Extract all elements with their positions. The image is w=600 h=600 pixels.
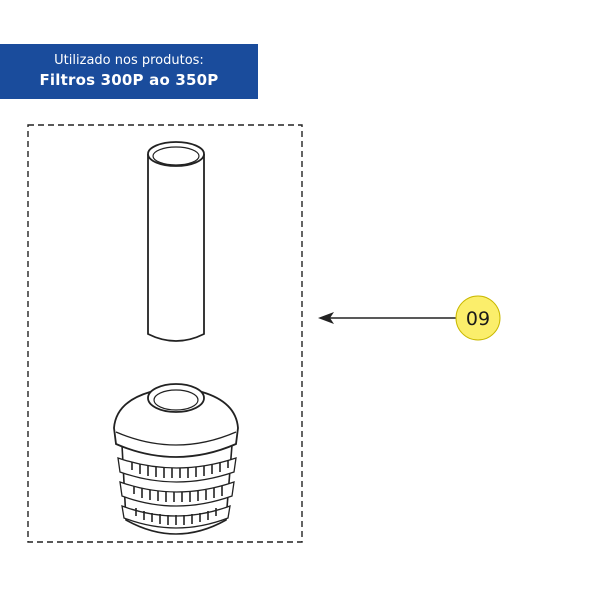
product-banner: Utilizado nos produtos: Filtros 300P ao … (0, 44, 258, 99)
banner-caption: Utilizado nos produtos: (54, 53, 204, 68)
callout-number: 09 (466, 308, 490, 330)
part-number-callout: 09 (455, 295, 501, 341)
banner-product-range: Filtros 300P ao 350P (39, 71, 219, 89)
callout-circle (455, 295, 501, 341)
part-group-border (27, 124, 303, 543)
tube-part (147, 141, 205, 342)
callout-leader-arrow (318, 312, 456, 324)
strainer-basket-part (113, 383, 239, 535)
